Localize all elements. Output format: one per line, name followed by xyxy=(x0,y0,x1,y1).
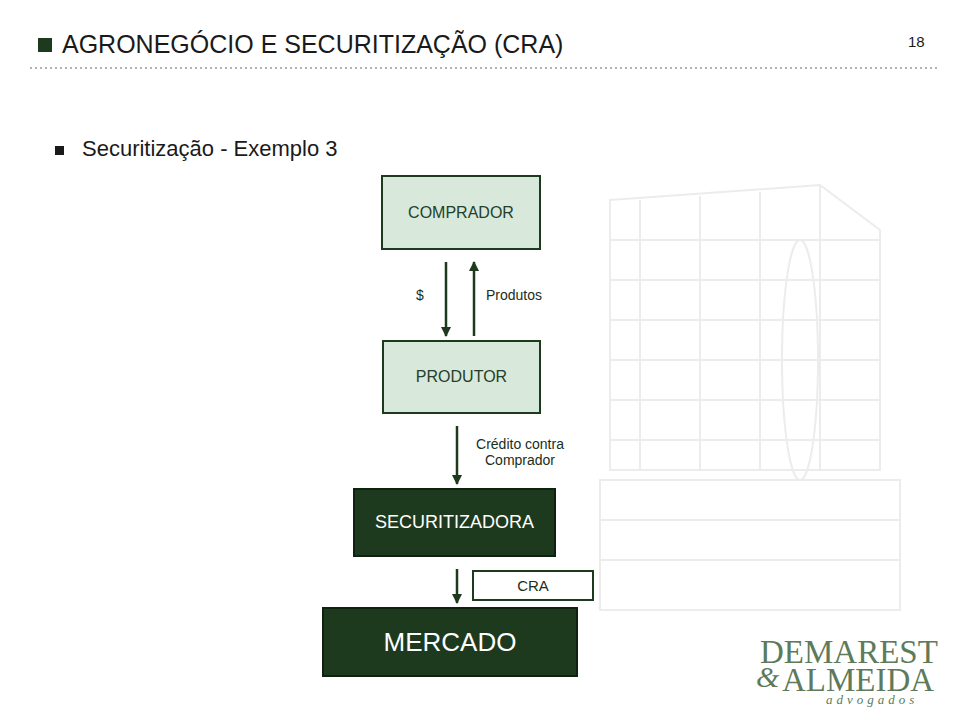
node-text: MERCADO xyxy=(384,627,517,658)
edge-label: Crédito contra Comprador xyxy=(466,436,574,468)
logo-subtitle: advogados xyxy=(826,693,918,706)
party-box: PRODUTOR xyxy=(382,340,541,414)
title-rule xyxy=(30,67,940,69)
node-text: SECURITIZADORA xyxy=(375,512,534,533)
party-box: COMPRADOR xyxy=(381,175,541,250)
flow-arrow xyxy=(456,569,459,603)
flow-arrow xyxy=(445,262,448,336)
flow-arrow xyxy=(456,426,459,484)
title-bullet xyxy=(38,38,52,52)
list-bullet xyxy=(55,146,64,155)
security-tag: CRA xyxy=(472,570,594,601)
market-box: MERCADO xyxy=(322,607,578,677)
node-text: PRODUTOR xyxy=(416,368,507,386)
building-watermark xyxy=(600,185,900,610)
node-text: COMPRADOR xyxy=(408,204,514,222)
edge-label: Produtos xyxy=(484,287,544,303)
section-heading: Securitização - Exemplo 3 xyxy=(82,138,338,160)
node-text: CRA xyxy=(517,577,549,594)
securitizer-box: SECURITIZADORA xyxy=(353,488,556,557)
page-number: 18 xyxy=(908,34,925,49)
flow-arrow xyxy=(473,262,476,336)
logo-ampersand: & xyxy=(756,662,779,692)
slide-title: AGRONEGÓCIO E SECURITIZAÇÃO (CRA) xyxy=(62,30,563,59)
edge-label: $ xyxy=(414,287,426,303)
